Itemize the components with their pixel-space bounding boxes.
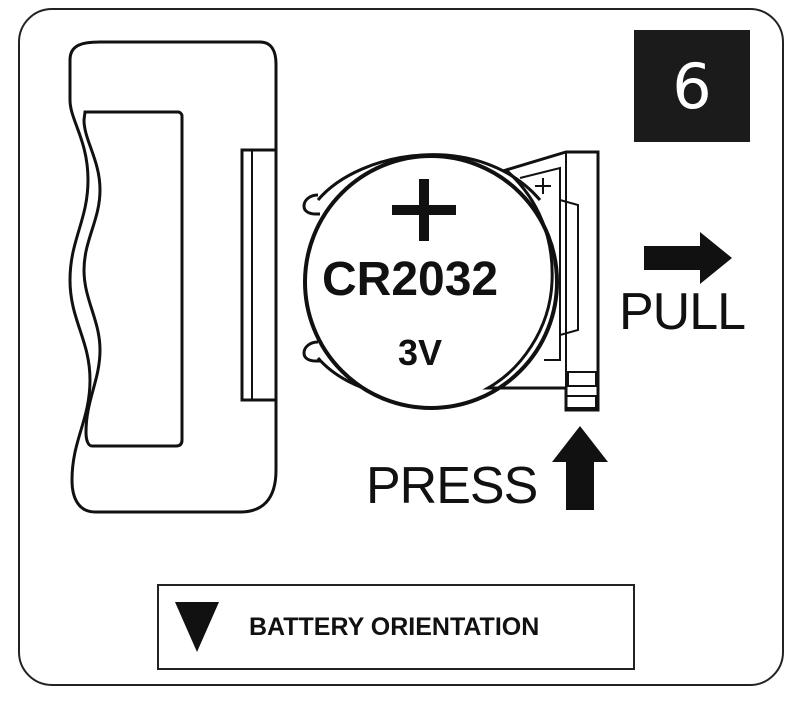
remote-body-outline: [68, 40, 278, 514]
down-triangle-icon: [175, 602, 219, 652]
holder-clip-top: [302, 193, 320, 216]
press-arrow-icon: [552, 426, 608, 510]
tray-rail: [240, 148, 278, 402]
remote-inner-slot: [82, 110, 184, 448]
battery-voltage-label: 3V: [398, 332, 443, 373]
pull-label: PULL: [619, 283, 746, 341]
coin-battery: [303, 154, 559, 410]
release-tab: [565, 371, 597, 409]
battery-type-label: CR2032: [322, 253, 499, 306]
battery-orientation-label: BATTERY ORIENTATION: [249, 612, 540, 641]
tray-latch: [482, 150, 600, 412]
step-number: 6: [672, 49, 712, 123]
holder-clip-bottom: [302, 340, 320, 363]
press-label: PRESS: [366, 457, 538, 515]
pull-arrow-icon: [644, 232, 732, 284]
plus-sign-vertical: [419, 179, 429, 241]
battery-orientation-legend: BATTERY ORIENTATION: [157, 584, 635, 670]
step-number-badge: 6: [634, 30, 750, 142]
